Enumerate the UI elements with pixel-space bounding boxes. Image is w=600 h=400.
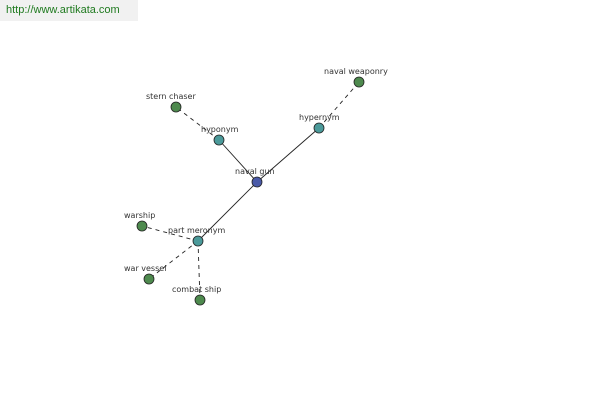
node-label: stern chaser <box>146 92 196 101</box>
node-label: part meronym <box>168 226 225 235</box>
node-label: war vessel <box>124 264 166 273</box>
node-circle[interactable] <box>213 134 225 146</box>
edge-naval-gun-to-part-meronym <box>197 181 258 242</box>
site-url-link[interactable]: http://www.artikata.com <box>6 4 120 16</box>
node-hyponym[interactable]: hyponym <box>201 125 239 146</box>
edge-naval-gun-to-hypernym <box>256 127 320 183</box>
edge-hyponym-to-stern-chaser <box>175 106 220 141</box>
node-part-meronym[interactable]: part meronym <box>168 226 225 247</box>
node-hypernym[interactable]: hypernym <box>299 113 340 134</box>
node-combat-ship[interactable]: combat ship <box>172 285 221 306</box>
edge-part-meronym-to-combat-ship <box>197 240 201 301</box>
node-circle[interactable] <box>313 122 325 134</box>
node-warship[interactable]: warship <box>124 211 155 232</box>
node-label: hypernym <box>299 113 340 122</box>
node-label: naval weaponry <box>324 67 388 76</box>
url-banner: http://www.artikata.com <box>0 0 138 21</box>
node-circle[interactable] <box>194 294 206 306</box>
edge-part-meronym-to-warship <box>141 225 199 242</box>
node-label: naval gun <box>235 167 275 176</box>
node-circle[interactable] <box>251 176 263 188</box>
edge-hypernym-to-naval-weaponry <box>318 81 360 129</box>
edge-part-meronym-to-war-vessel <box>148 240 199 280</box>
node-label: warship <box>124 211 155 220</box>
node-stern-chaser[interactable]: stern chaser <box>146 92 196 113</box>
node-war-vessel[interactable]: war vessel <box>124 264 166 285</box>
node-circle[interactable] <box>143 273 155 285</box>
edge-naval-gun-to-hyponym <box>218 139 258 183</box>
node-naval-weaponry[interactable]: naval weaponry <box>324 67 388 88</box>
node-label: combat ship <box>172 285 221 294</box>
nodes-layer: naval gun hyponym hypernym part meronym ster… <box>124 67 388 306</box>
node-circle[interactable] <box>170 101 182 113</box>
node-naval-gun[interactable]: naval gun <box>235 167 275 188</box>
edges-layer <box>141 81 360 301</box>
node-circle[interactable] <box>136 220 148 232</box>
node-circle[interactable] <box>192 235 204 247</box>
node-label: hyponym <box>201 125 239 134</box>
node-circle[interactable] <box>353 76 365 88</box>
